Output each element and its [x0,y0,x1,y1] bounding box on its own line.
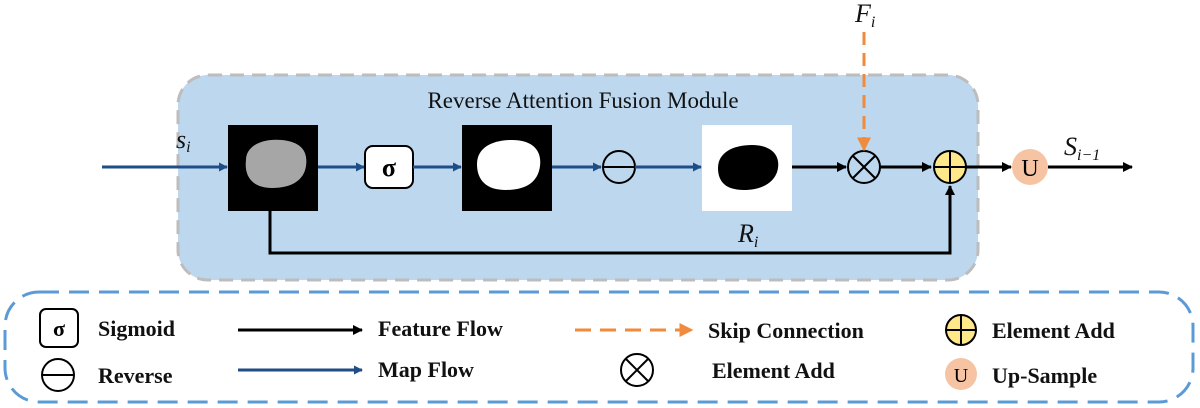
legend-element-mult: Element Add [620,353,835,387]
sigmoid-map-image [462,125,552,211]
legend-map-flow: Map Flow [238,357,474,382]
svg-text:σ: σ [53,316,65,341]
sigma-box-icon [39,308,79,348]
input-map-image [228,125,318,211]
upsample-operator: U [1012,149,1048,185]
upsample-symbol: U [1021,156,1038,182]
legend-element-mult-label: Element Add [712,358,835,383]
legend-skip-connection: Skip Connection [575,318,864,343]
legend-sigmoid-label: Sigmoid [98,316,175,341]
circle-times-icon [620,353,654,387]
legend-upsample: U Up-Sample [945,358,1097,390]
legend-reverse-label: Reverse [98,363,173,388]
output-label: Si−1 [1064,132,1100,164]
legend-sigmoid: σ Sigmoid [39,308,175,348]
reverse-map-label: Ri [737,219,758,251]
legend-box [3,290,1195,404]
svg-text:U: U [954,365,969,387]
legend-reverse: Reverse [41,358,173,392]
add-operator [933,150,967,184]
module-title: Reverse Attention Fusion Module [427,88,738,113]
legend-element-add: Element Add [945,314,1115,346]
circle-plus-icon [945,314,977,346]
circle-minus-icon [41,358,75,392]
legend-skip-connection-label: Skip Connection [708,318,864,343]
input-label: si [176,125,191,156]
reverse-map-image [702,125,792,211]
legend-feature-flow: Feature Flow [238,316,503,341]
residual-feature-flow [268,185,955,255]
skip-input-label: Fi [854,0,875,31]
legend-map-flow-label: Map Flow [378,357,474,382]
legend-feature-flow-label: Feature Flow [378,316,503,341]
sigma-symbol: σ [382,153,396,182]
u-circle-icon: U [945,358,977,390]
legend-element-add-label: Element Add [992,318,1115,343]
legend-upsample-label: Up-Sample [992,363,1097,388]
sigmoid-block: σ [364,145,414,189]
